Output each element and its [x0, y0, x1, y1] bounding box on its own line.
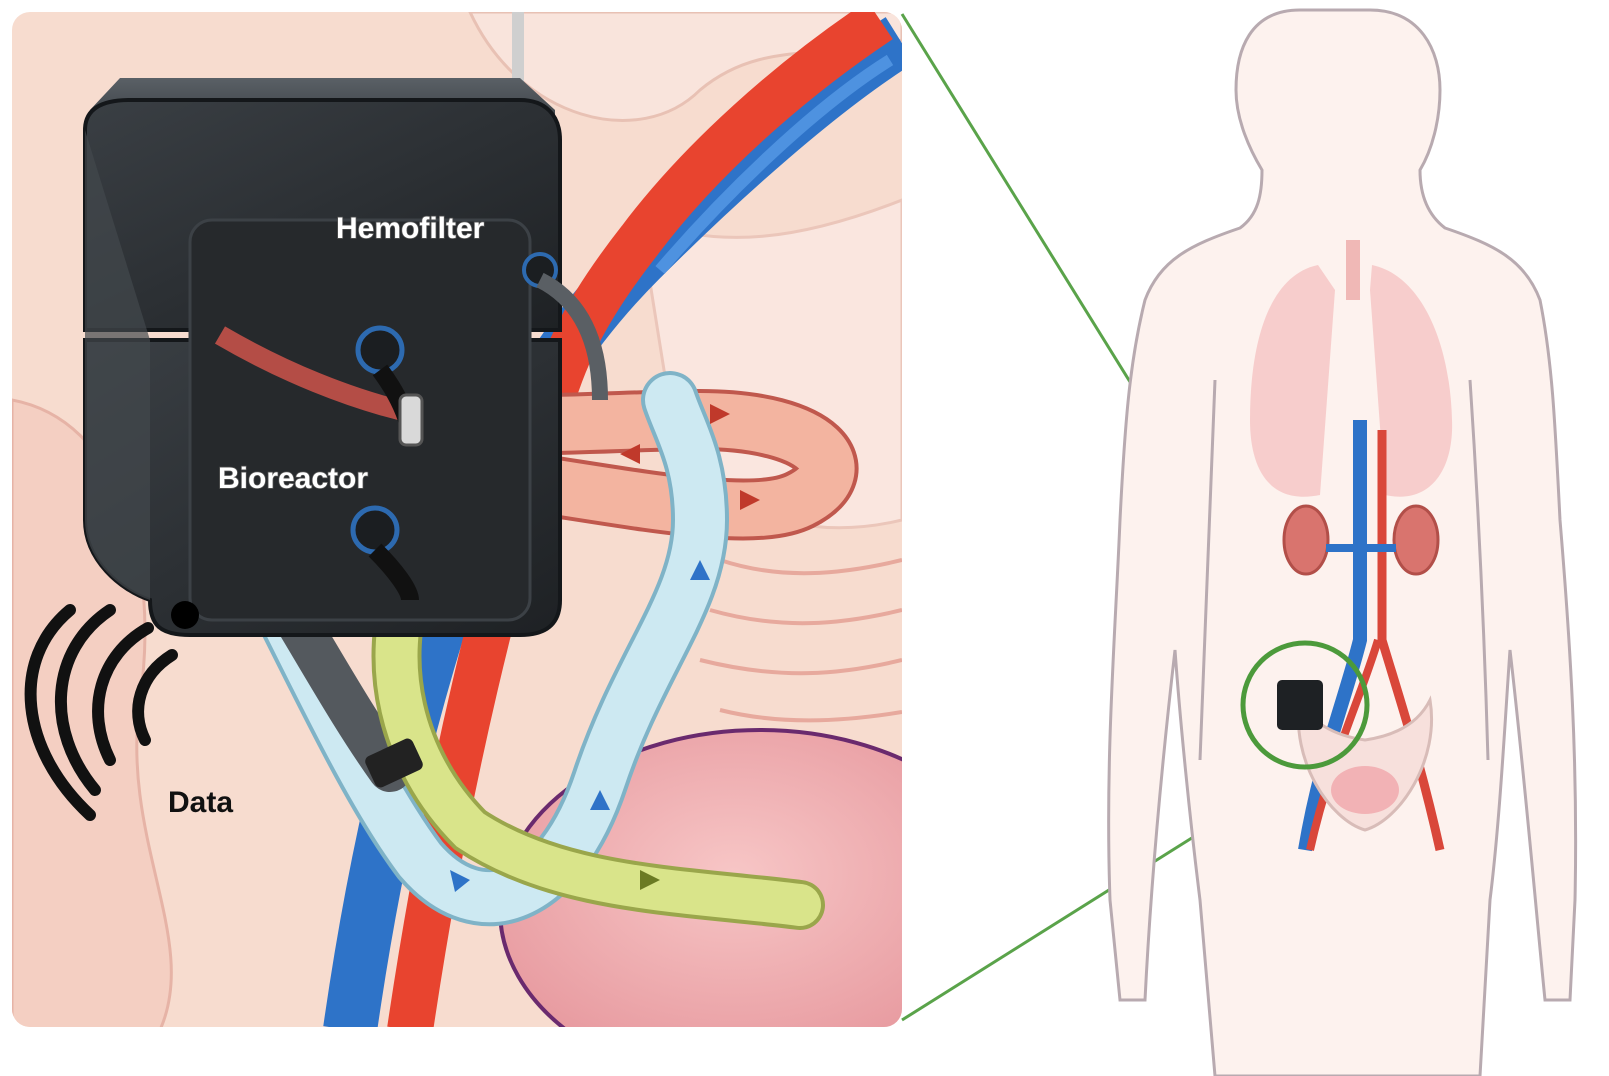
body-overview [1109, 10, 1576, 1076]
antenna-stub [171, 601, 199, 629]
device-port [358, 328, 402, 372]
hemofilter-label: Hemofilter [336, 212, 485, 245]
left-kidney [1284, 506, 1328, 574]
body-outline [1109, 10, 1576, 1076]
detail-panel: Hemofilter Bioreactor Data [12, 12, 1020, 1076]
bioreactor-label: Bioreactor [218, 462, 368, 495]
implant-device [85, 78, 600, 635]
bladder-small [1331, 766, 1399, 814]
tube-clamp [400, 395, 422, 445]
trachea [1346, 240, 1360, 300]
implant-device-small [1277, 680, 1323, 730]
device-panel [190, 220, 530, 620]
device-port [353, 508, 397, 552]
right-kidney [1394, 506, 1438, 574]
data-label: Data [168, 786, 233, 819]
